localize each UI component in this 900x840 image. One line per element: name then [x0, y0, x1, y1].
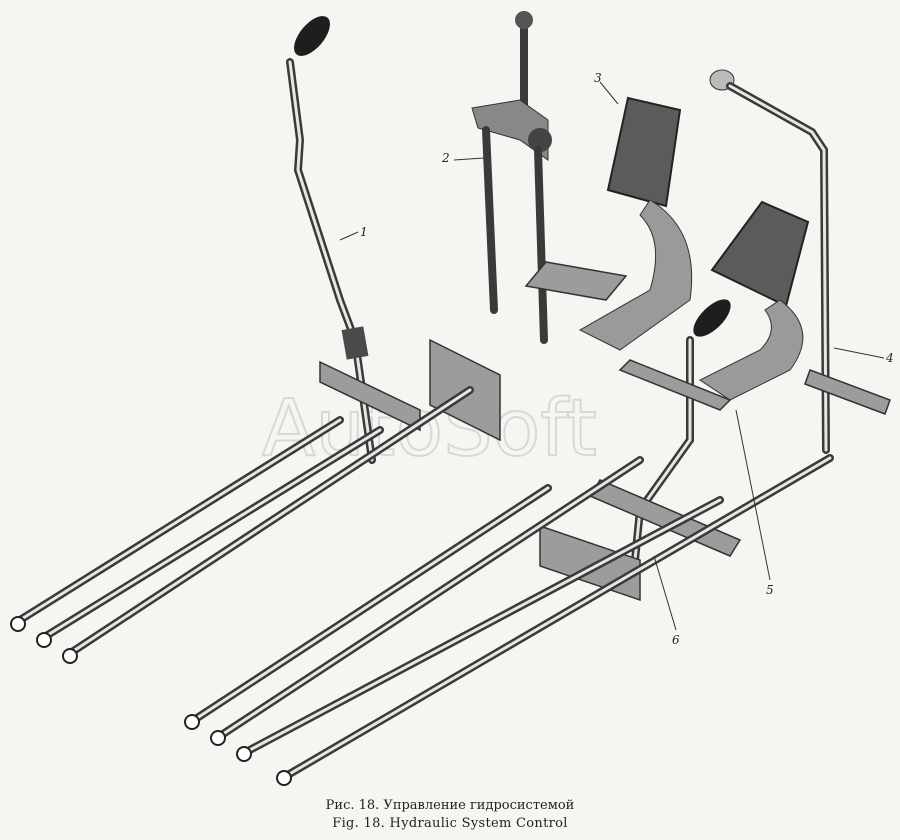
lever-2-knob [515, 11, 533, 29]
lever-1 [286, 16, 376, 464]
lever-6-knob [693, 299, 731, 337]
figure-caption-ru: Рис. 18. Управление гидросистемой [325, 798, 575, 813]
lever-2 [471, 11, 552, 344]
callout-3: 3 [594, 71, 602, 85]
callout-6: 6 [672, 633, 680, 647]
callout-5: 5 [766, 583, 774, 597]
rods-lower [184, 454, 834, 786]
callout-2: 2 [441, 151, 450, 165]
pedal-3 [578, 96, 693, 351]
figure-caption-en: Fig. 18. Hydraulic System Control [332, 816, 568, 831]
callout-4: 4 [885, 351, 894, 365]
callout-1: 1 [360, 225, 368, 239]
pedal-right [699, 200, 810, 401]
lever-4 [709, 69, 830, 454]
callouts: 1 2 3 4 5 6 [339, 71, 894, 647]
rods-left [10, 386, 474, 664]
lever-1-knob [294, 16, 330, 56]
